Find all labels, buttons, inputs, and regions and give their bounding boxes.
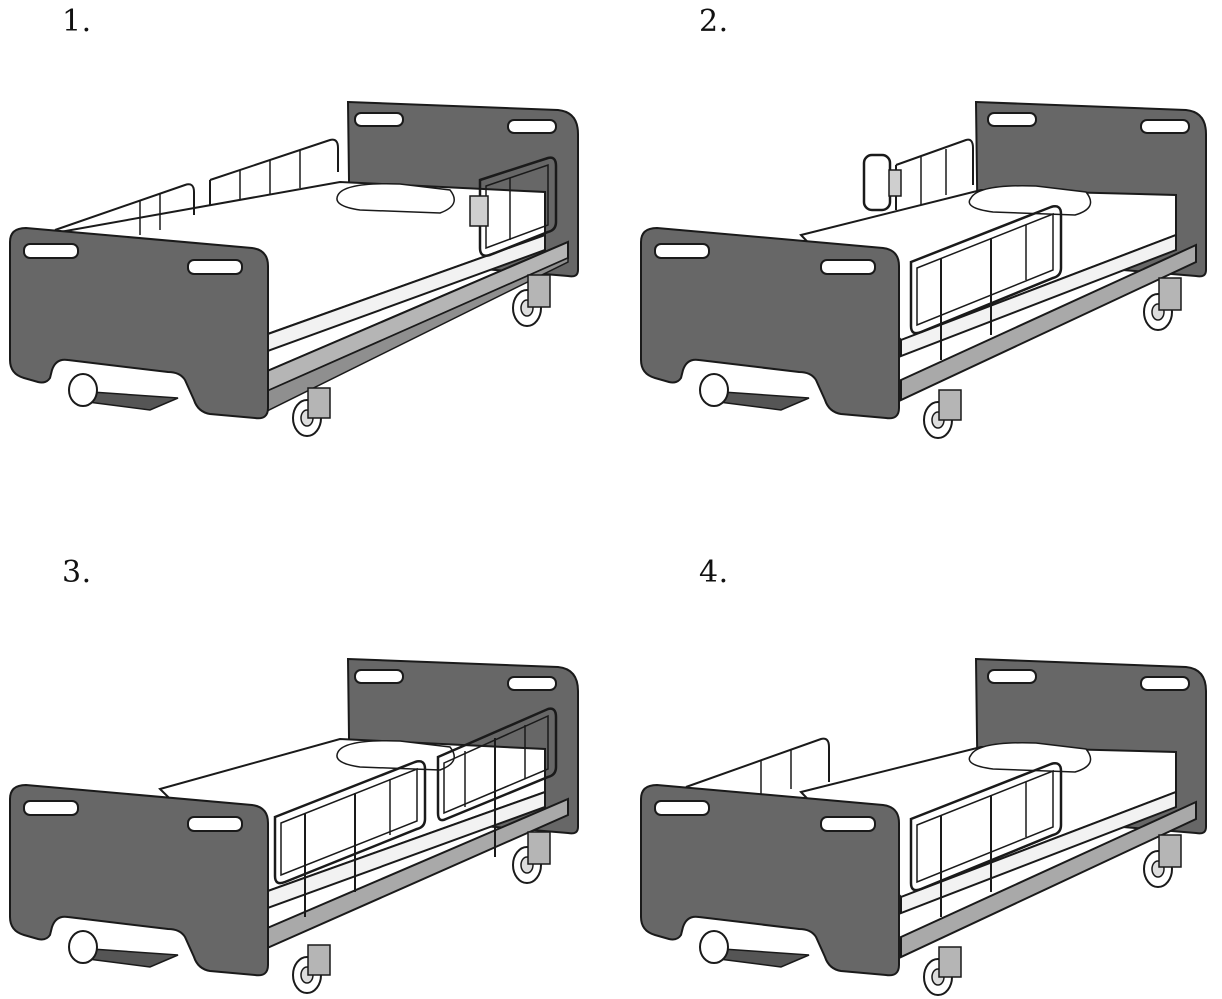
bed-illustration-1 (9, 100, 579, 437)
panel-2: 2. (611, 0, 1222, 499)
bed-4 (640, 657, 1207, 996)
bed-3 (9, 657, 579, 994)
panel-2-label: 2. (699, 4, 729, 39)
bed-illustration-2 (640, 100, 1207, 439)
panel-1: 1. (0, 0, 611, 499)
panel-3-label: 3. (62, 555, 92, 590)
bed-2 (640, 100, 1207, 439)
bed-illustration-4 (640, 657, 1207, 996)
panel-1-label: 1. (62, 4, 92, 39)
bed-illustration-3 (9, 657, 579, 994)
bed-1 (9, 100, 579, 437)
panel-3: 3. (0, 499, 611, 998)
panel-4-label: 4. (699, 555, 729, 590)
panel-4: 4. (611, 499, 1222, 998)
